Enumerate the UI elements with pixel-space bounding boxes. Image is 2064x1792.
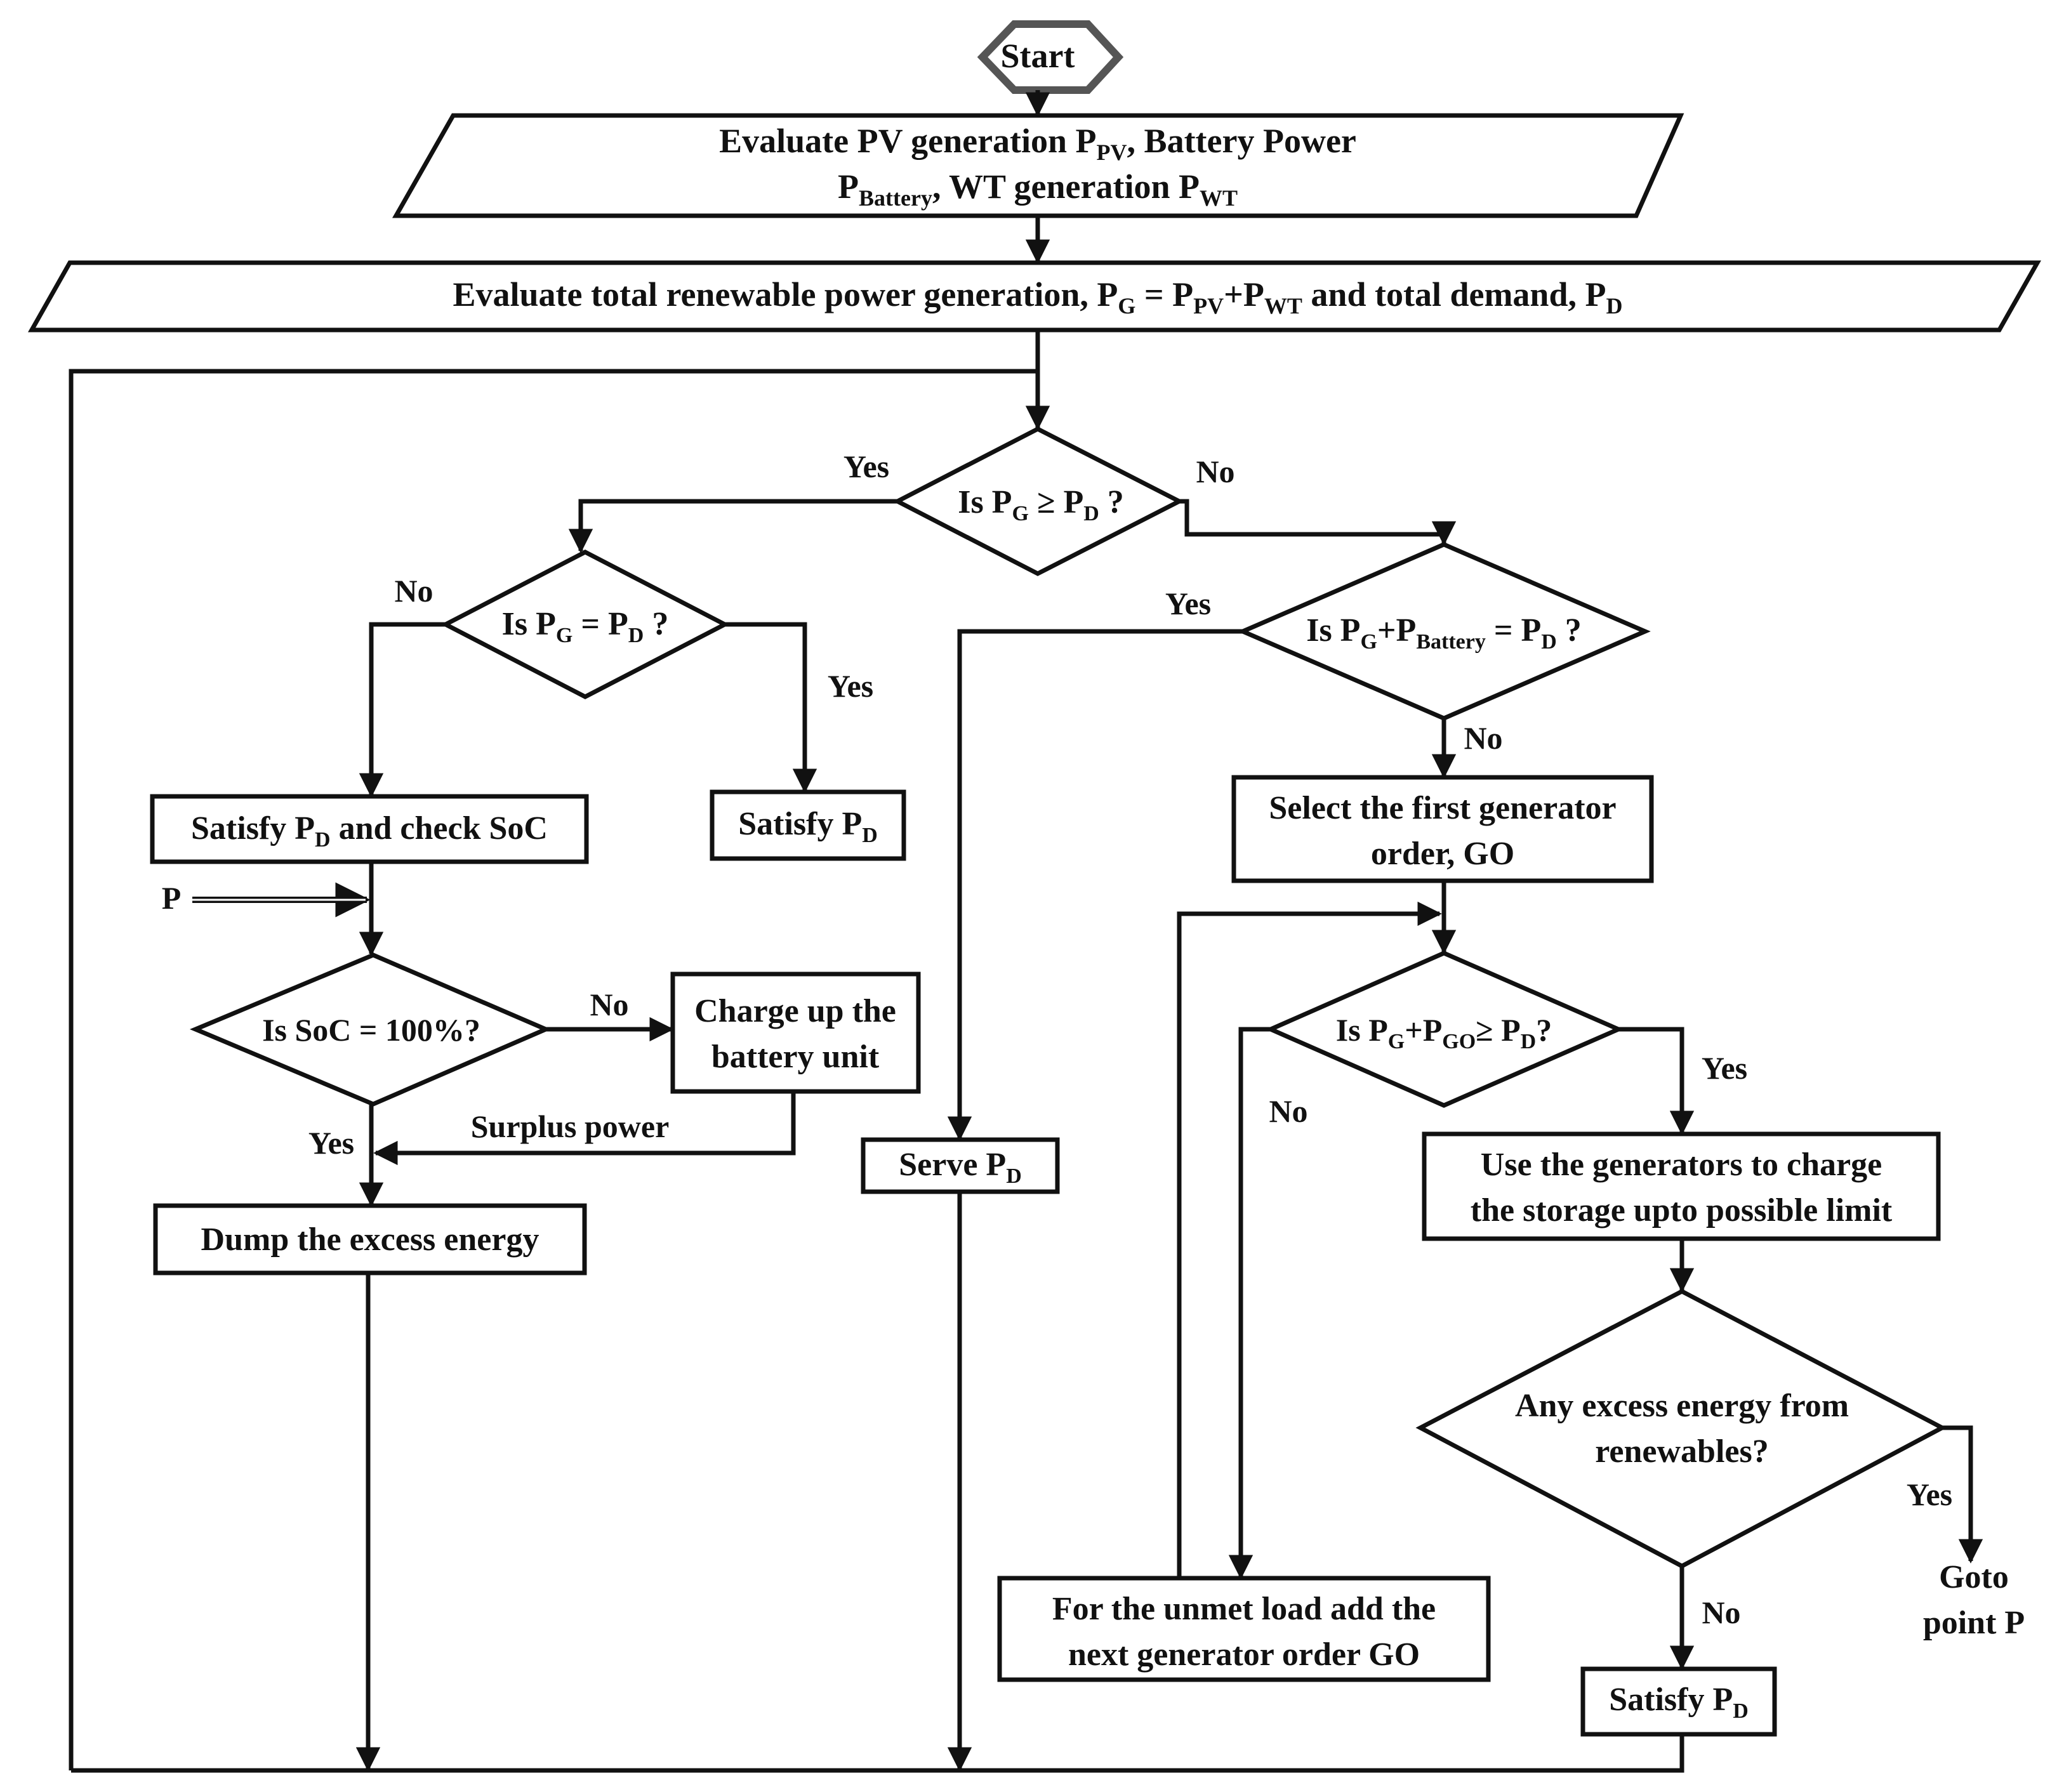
label-yes-ge: Yes [843, 449, 889, 484]
unmet-load-line2: next generator order GO [1068, 1637, 1420, 1673]
goto-point-p-line1: Goto [1939, 1559, 2009, 1595]
decision-pg-ge-pd-label: Is PG ≥ PD ? [958, 484, 1124, 525]
label-yes-excess: Yes [1907, 1477, 1952, 1512]
label-no-batt: No [1464, 720, 1502, 756]
start-terminal [977, 20, 1124, 94]
satisfy-and-check-soc-box [150, 794, 589, 864]
decision-pg-battery-label: Is PG+PBattery = PD ? [1306, 612, 1582, 654]
decision-soc-label: Is SoC = 100%? [262, 1012, 480, 1048]
decision-excess-energy [1415, 1289, 1947, 1569]
select-generator-line1: Select the first generator [1269, 790, 1616, 826]
label-no-ge: No [1196, 454, 1234, 489]
label-yes-go: Yes [1702, 1050, 1747, 1086]
unmet-load-box [997, 1576, 1491, 1682]
decision-pg-eq-pd-label: Is PG = PD ? [502, 606, 669, 647]
use-generators-line2: the storage upto possible limit [1471, 1192, 1893, 1229]
decision-excess-line2: renewables? [1595, 1433, 1768, 1470]
serve-pd-label: Serve PD [899, 1147, 1022, 1188]
use-generators-box [1422, 1131, 1941, 1241]
dump-excess-energy-box [153, 1203, 587, 1275]
label-point-p: P [162, 880, 182, 916]
satisfy-pd-box-1 [710, 789, 906, 861]
connectors [69, 90, 1983, 1773]
decision-pg-eq-pd [440, 550, 730, 699]
label-no-eq: No [394, 573, 433, 609]
decision-pg-pgo-ge-pd [1265, 951, 1624, 1108]
decision-excess-line1: Any excess energy from [1515, 1388, 1849, 1424]
evaluate-generation-line2: PBattery, WT generation PWT [838, 168, 1238, 211]
satisfy-pd-box-2 [1580, 1666, 1777, 1737]
label-yes-batt: Yes [1165, 586, 1211, 621]
dump-excess-energy-label: Dump the excess energy [201, 1222, 539, 1258]
satisfy-and-check-soc-label: Satisfy PD and check SoC [191, 810, 548, 852]
label-no-go: No [1269, 1093, 1307, 1129]
evaluate-generation-box [392, 113, 1684, 218]
decision-pg-ge-pd [892, 426, 1184, 576]
evaluate-total-box [27, 260, 2042, 333]
charge-battery-line2: battery unit [711, 1039, 880, 1075]
label-no-soc: No [590, 987, 628, 1022]
decision-pg-pgo-label: Is PG+PGO≥ PD? [1336, 1012, 1552, 1053]
satisfy-pd-label-2: Satisfy PD [1609, 1682, 1749, 1723]
select-first-generator-box [1231, 775, 1654, 883]
goto-point-p-line2: point P [1923, 1605, 2025, 1641]
charge-battery-line1: Charge up the [694, 993, 896, 1029]
label-yes-soc: Yes [308, 1125, 354, 1161]
evaluate-generation-line1: Evaluate PV generation PPV, Battery Powe… [719, 122, 1356, 165]
label-no-excess: No [1702, 1595, 1740, 1630]
unmet-load-line1: For the unmet load add the [1052, 1591, 1436, 1627]
evaluate-total-label: Evaluate total renewable power generatio… [453, 275, 1623, 319]
label-surplus-power: Surplus power [471, 1109, 670, 1144]
select-generator-line2: order, GO [1371, 836, 1514, 872]
label-yes-eq: Yes [828, 668, 873, 704]
satisfy-pd-label-1: Satisfy PD [738, 806, 878, 847]
start-label: Start [1001, 37, 1075, 75]
use-generators-line1: Use the generators to charge [1481, 1147, 1882, 1183]
